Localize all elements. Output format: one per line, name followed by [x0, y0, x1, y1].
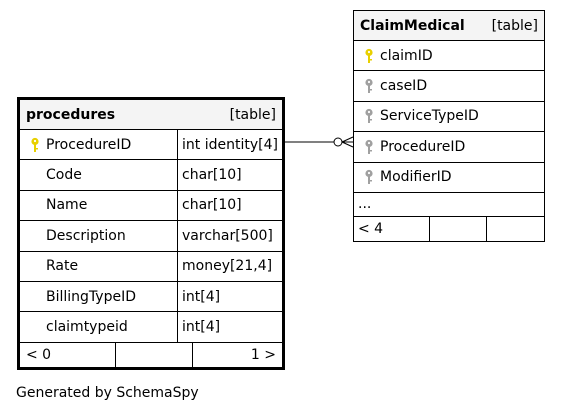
- column-type: char[10]: [182, 167, 242, 184]
- footer-spacer: [430, 216, 487, 241]
- column-name-cell: ServiceTypeID: [354, 102, 544, 131]
- column-row[interactable]: claimtypeid int[4]: [20, 312, 282, 343]
- claimmedical-table-header: ClaimMedical [table]: [354, 11, 544, 41]
- zero-optional-marker: [333, 137, 343, 147]
- claimmedical-table-footer: < 4: [354, 216, 544, 241]
- parent-count: < 4: [354, 216, 430, 241]
- column-name: Name: [46, 197, 88, 214]
- more-columns-ellipsis: ...: [354, 193, 544, 217]
- table-name: ClaimMedical: [360, 17, 465, 34]
- column-name: ModifierID: [380, 169, 452, 186]
- column-name-cell: claimtypeid: [20, 312, 178, 342]
- column-name-cell: Name: [20, 190, 178, 221]
- column-name: claimID: [380, 47, 433, 64]
- column-type: int[4]: [182, 319, 221, 336]
- procedures-table[interactable]: procedures [table] ProcedureID int identi…: [17, 97, 285, 370]
- column-row[interactable]: Name char[10]: [20, 190, 282, 222]
- column-name: Description: [46, 227, 126, 244]
- procedures-table-header: procedures [table]: [20, 100, 282, 130]
- column-name: BillingTypeID: [46, 288, 136, 305]
- foreign-key-icon: [358, 169, 380, 185]
- column-name: caseID: [380, 78, 428, 95]
- column-row[interactable]: ProcedureID int identity[4]: [20, 130, 282, 161]
- column-type: char[10]: [182, 197, 242, 214]
- table-name: procedures: [26, 106, 116, 123]
- column-row[interactable]: BillingTypeID int[4]: [20, 281, 282, 313]
- footer-spacer: [116, 342, 193, 367]
- column-type: money[21,4]: [182, 258, 273, 275]
- column-name-cell: Code: [20, 160, 178, 190]
- crows-foot-marker: [341, 136, 354, 148]
- parent-count: < 0: [20, 342, 116, 367]
- column-name: ProcedureID: [380, 138, 466, 155]
- table-kind: [table]: [491, 17, 538, 34]
- column-type: int identity[4]: [182, 136, 278, 153]
- column-type: int[4]: [182, 288, 221, 305]
- column-name: Rate: [46, 258, 79, 275]
- column-name-cell: BillingTypeID: [20, 281, 178, 312]
- table-kind: [table]: [229, 106, 276, 123]
- column-name: claimtypeid: [46, 319, 128, 336]
- column-row[interactable]: ProcedureID: [354, 132, 544, 163]
- column-row[interactable]: ServiceTypeID: [354, 102, 544, 133]
- column-row[interactable]: Description varchar[500]: [20, 221, 282, 252]
- column-row[interactable]: Rate money[21,4]: [20, 251, 282, 282]
- column-row[interactable]: Code char[10]: [20, 160, 282, 191]
- column-type: varchar[500]: [182, 227, 273, 244]
- column-name: Code: [46, 167, 82, 184]
- column-name: ProcedureID: [46, 136, 132, 153]
- procedures-table-footer: < 0 1 >: [20, 342, 282, 367]
- column-name-cell: ProcedureID: [20, 130, 178, 160]
- column-row[interactable]: caseID: [354, 71, 544, 102]
- column-name-cell: ModifierID: [354, 163, 544, 192]
- claimmedical-table[interactable]: ClaimMedical [table] claimID caseID Servic…: [353, 10, 545, 242]
- primary-key-icon: [24, 137, 46, 153]
- child-count: 1 >: [250, 346, 276, 363]
- column-name-cell: claimID: [354, 41, 544, 70]
- column-row[interactable]: claimID: [354, 41, 544, 72]
- column-name-cell: Description: [20, 221, 178, 251]
- primary-key-icon: [358, 48, 380, 64]
- column-name-cell: ProcedureID: [354, 132, 544, 161]
- column-name-cell: Rate: [20, 251, 178, 281]
- footer-spacer: [487, 217, 544, 241]
- column-name-cell: caseID: [354, 71, 544, 100]
- column-name: ServiceTypeID: [380, 108, 479, 125]
- foreign-key-icon: [358, 139, 380, 155]
- column-row[interactable]: ModifierID: [354, 163, 544, 193]
- foreign-key-icon: [358, 78, 380, 94]
- generated-by-caption: Generated by SchemaSpy: [16, 385, 199, 401]
- foreign-key-icon: [358, 108, 380, 124]
